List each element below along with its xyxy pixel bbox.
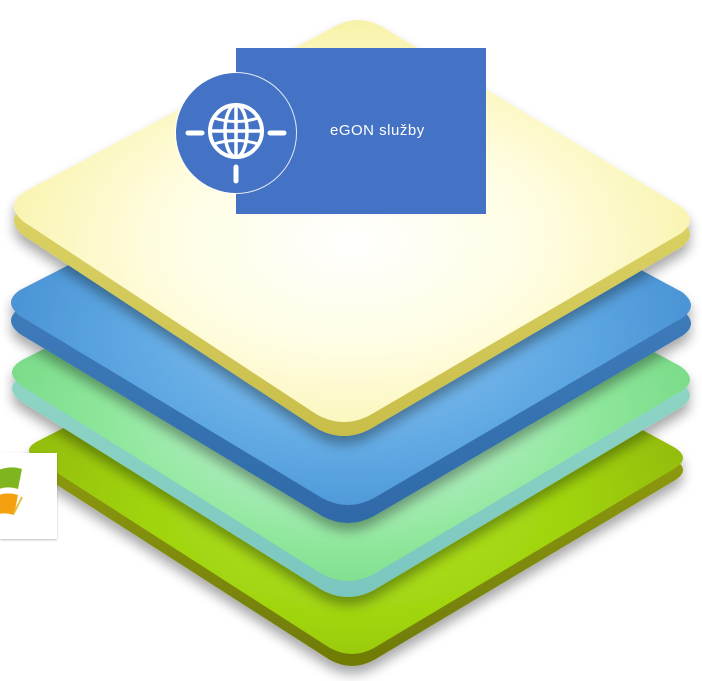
globe-icon (185, 103, 287, 184)
windows-logo-icon (0, 467, 23, 515)
egon-services-label: eGON služby (330, 122, 425, 139)
corner-logo (0, 453, 57, 539)
globe-badge (176, 73, 296, 193)
